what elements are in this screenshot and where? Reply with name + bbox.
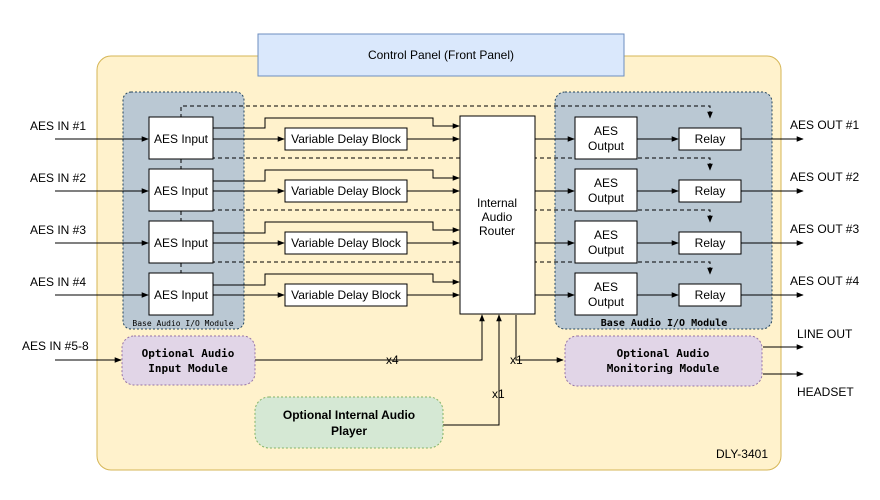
relay-label: Relay <box>695 288 726 302</box>
device-label: DLY-3401 <box>716 447 768 461</box>
aes-input-label: AES Input <box>154 236 209 250</box>
multiplicity-x1-player: x1 <box>492 387 505 401</box>
optional-input-label-2: Input Module <box>148 362 228 375</box>
delay-block-2: Variable Delay Block <box>284 179 408 203</box>
optional-input-label-1: Optional Audio <box>142 347 235 360</box>
signal-lines <box>55 117 804 426</box>
aes-output-label-top: AES <box>594 280 618 294</box>
delay-block-label: Variable Delay Block <box>291 184 402 198</box>
optional-audio-player: Optional Internal Audio Player <box>254 396 444 449</box>
control-panel-label: Control Panel (Front Panel) <box>368 48 514 62</box>
aes-output-label-top: AES <box>594 228 618 242</box>
aes-output-2: AES Output <box>574 168 638 212</box>
base-module-left-label: Base Audio I/O Module <box>132 319 233 328</box>
aes-output-4: AES Output <box>574 272 638 316</box>
relay-2: Relay <box>678 179 742 203</box>
aes-input-label: AES Input <box>154 132 209 146</box>
delay-block-3: Variable Delay Block <box>284 231 408 255</box>
delay-block-label: Variable Delay Block <box>291 288 402 302</box>
aes-output-3: AES Output <box>574 220 638 264</box>
router-label-line3: Router <box>479 224 515 238</box>
aes-input-2: AES Input <box>148 168 214 212</box>
bypass-lines <box>180 105 713 275</box>
input-label-extra: AES IN #5-8 <box>22 339 89 353</box>
aes-output-label-top: AES <box>594 124 618 138</box>
aes-output-label-top: AES <box>594 176 618 190</box>
input-label-1: AES IN #1 <box>30 119 86 133</box>
router-label-line1: Internal <box>477 196 517 210</box>
optional-player-label-2: Player <box>331 424 367 438</box>
output-label-2: AES OUT #2 <box>790 170 859 184</box>
aes-output-label-bottom: Output <box>588 191 625 205</box>
optional-input-module: Optional Audio Input Module <box>121 335 256 386</box>
line-out-label: LINE OUT <box>797 327 853 341</box>
output-label-4: AES OUT #4 <box>790 274 859 288</box>
relay-1: Relay <box>678 127 742 151</box>
aes-input-4: AES Input <box>148 272 214 316</box>
aes-output-label-bottom: Output <box>588 243 625 257</box>
delay-block-label: Variable Delay Block <box>291 236 402 250</box>
output-label-3: AES OUT #3 <box>790 222 859 236</box>
aes-output-label-bottom: Output <box>588 295 625 309</box>
delay-block-1: Variable Delay Block <box>284 127 408 151</box>
aes-input-label: AES Input <box>154 184 209 198</box>
control-panel-box <box>257 33 625 77</box>
relay-3: Relay <box>678 231 742 255</box>
input-label-3: AES IN #3 <box>30 223 86 237</box>
internal-audio-router: Internal Audio Router <box>459 115 536 315</box>
multiplicity-x1-monitor: x1 <box>510 353 523 367</box>
relay-label: Relay <box>695 184 726 198</box>
aes-output-1: AES Output <box>574 116 638 160</box>
headset-label: HEADSET <box>797 385 854 399</box>
relay-label: Relay <box>695 132 726 146</box>
base-module-right-label: Base Audio I/O Module <box>601 317 727 329</box>
router-label-line2: Audio <box>482 210 513 224</box>
optional-monitor-label-2: Monitoring Module <box>607 362 720 375</box>
multiplicity-x4: x4 <box>386 353 399 367</box>
output-label-1: AES OUT #1 <box>790 118 859 132</box>
delay-block-4: Variable Delay Block <box>284 283 408 307</box>
relay-4: Relay <box>678 283 742 307</box>
delay-block-label: Variable Delay Block <box>291 132 402 146</box>
aes-input-label: AES Input <box>154 288 209 302</box>
optional-monitoring-module: Optional Audio Monitoring Module <box>564 335 763 387</box>
aes-output-label-bottom: Output <box>588 139 625 153</box>
input-label-4: AES IN #4 <box>30 275 86 289</box>
optional-player-label-1: Optional Internal Audio <box>283 408 415 422</box>
aes-input-3: AES Input <box>148 220 214 264</box>
input-label-2: AES IN #2 <box>30 171 86 185</box>
optional-monitor-label-1: Optional Audio <box>617 347 710 360</box>
relay-label: Relay <box>695 236 726 250</box>
aes-input-1: AES Input <box>148 116 214 160</box>
